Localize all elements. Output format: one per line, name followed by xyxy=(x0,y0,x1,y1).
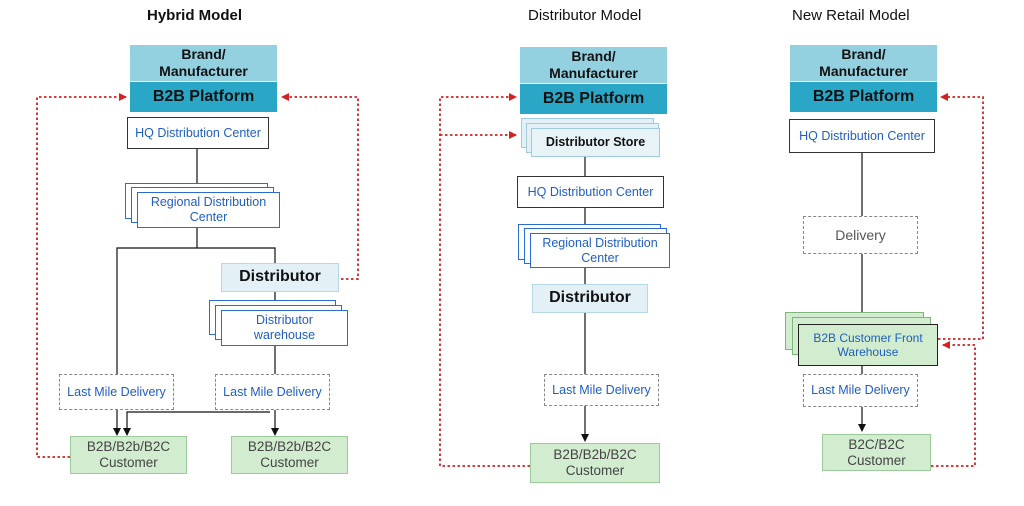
retail-customer-label: B2C/B2C Customer xyxy=(847,436,906,468)
hybrid-lastmile-right-label: Last Mile Delivery xyxy=(223,384,322,399)
dist-hq-box: HQ Distribution Center xyxy=(517,176,664,208)
dist-distributor-box: Distributor xyxy=(532,284,648,313)
hybrid-title: Hybrid Model xyxy=(147,7,243,24)
hybrid-feedback-distributor xyxy=(281,93,359,280)
hybrid-hq-box: HQ Distribution Center xyxy=(127,117,269,149)
dist-hq-label: HQ Distribution Center xyxy=(527,184,654,199)
retail-hq-label: HQ Distribution Center xyxy=(799,128,925,143)
new-retail-title: New Retail Model xyxy=(792,7,910,24)
retail-front-warehouse-box: B2B Customer Front Warehouse xyxy=(798,324,938,366)
retail-feedback-front xyxy=(938,93,984,340)
hybrid-customer-left-label: B2B/B2b/B2C Customer xyxy=(86,439,171,470)
dist-brand-label: Brand/ Manufacturer xyxy=(549,48,638,81)
dist-lastmile-label: Last Mile Delivery xyxy=(552,382,651,397)
hybrid-hq-label: HQ Distribution Center xyxy=(135,125,261,140)
retail-lastmile-label: Last Mile Delivery xyxy=(811,383,910,398)
retail-hq-box: HQ Distribution Center xyxy=(789,119,935,153)
dist-customer-label: B2B/B2b/B2C Customer xyxy=(553,447,637,478)
hybrid-customer-right-label: B2B/B2b/B2C Customer xyxy=(247,439,332,470)
hybrid-line-split xyxy=(116,247,276,378)
retail-brand-label: Brand/ Manufacturer xyxy=(819,46,908,79)
hybrid-lastmile-left-label: Last Mile Delivery xyxy=(67,384,166,399)
retail-customer-box: B2C/B2C Customer xyxy=(822,434,931,471)
dist-brand-box: Brand/ Manufacturer xyxy=(520,47,667,83)
hybrid-brand-box: Brand/ Manufacturer xyxy=(130,45,277,81)
retail-feedback-customer xyxy=(931,341,976,467)
dist-feedback-customer xyxy=(439,93,530,467)
hybrid-platform-label: B2B Platform xyxy=(152,87,255,105)
hybrid-lastmile-right-box: Last Mile Delivery xyxy=(215,374,330,410)
hybrid-customer-left-box: B2B/B2b/B2C Customer xyxy=(70,436,187,474)
distributor-model-title: Distributor Model xyxy=(528,7,642,24)
hybrid-regional-label: Regional Distribution Center xyxy=(150,195,267,224)
dist-distributor-label: Distributor xyxy=(549,289,631,307)
hybrid-customer-right-box: B2B/B2b/B2C Customer xyxy=(231,436,348,474)
dist-platform-box: B2B Platform xyxy=(520,84,667,114)
hybrid-distributor-label: Distributor xyxy=(239,268,321,286)
retail-delivery-label: Delivery xyxy=(835,226,886,243)
dist-store-label: Distributor Store xyxy=(545,135,646,150)
dist-regional-label: Regional Distribution Center xyxy=(542,235,658,265)
retail-front-warehouse-label: B2B Customer Front Warehouse xyxy=(813,330,923,359)
dist-store-box: Distributor Store xyxy=(531,128,660,157)
hybrid-warehouse-label: Distributor warehouse xyxy=(253,313,316,342)
hybrid-feedback-customer xyxy=(36,93,127,458)
dist-customer-box: B2B/B2b/B2C Customer xyxy=(530,443,660,483)
dist-regional-box: Regional Distribution Center xyxy=(530,233,670,268)
dist-lastmile-box: Last Mile Delivery xyxy=(544,374,659,406)
hybrid-lastmile-left-box: Last Mile Delivery xyxy=(59,374,174,410)
hybrid-platform-box: B2B Platform xyxy=(130,82,277,112)
hybrid-distributor-box: Distributor xyxy=(221,263,339,292)
dist-platform-label: B2B Platform xyxy=(542,89,645,107)
retail-platform-label: B2B Platform xyxy=(812,87,915,105)
retail-brand-box: Brand/ Manufacturer xyxy=(790,45,937,81)
hybrid-regional-box: Regional Distribution Center xyxy=(137,192,280,228)
hybrid-brand-label: Brand/ Manufacturer xyxy=(159,46,248,79)
retail-delivery-box: Delivery xyxy=(803,216,918,254)
retail-lastmile-box: Last Mile Delivery xyxy=(803,374,918,407)
hybrid-arrow-cross xyxy=(123,411,270,436)
hybrid-warehouse-box: Distributor warehouse xyxy=(221,310,348,346)
retail-platform-box: B2B Platform xyxy=(790,82,937,112)
